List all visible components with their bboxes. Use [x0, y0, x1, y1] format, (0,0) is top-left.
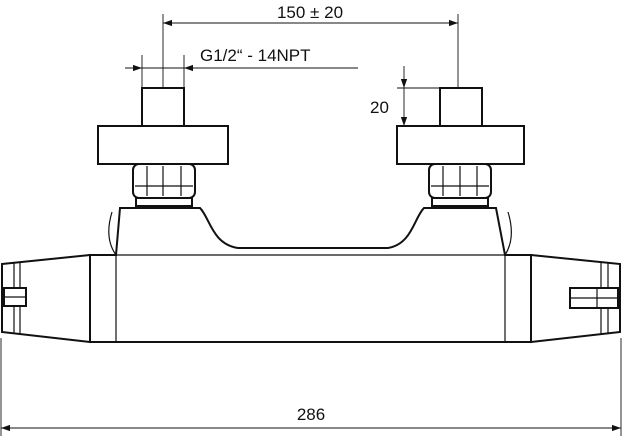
left-inlet-base: [135, 197, 193, 207]
mixer-body: [89, 207, 532, 343]
inlet-height-dimension: 20: [370, 66, 440, 127]
thread-dimension: G1/2“ - 14NPT: [125, 46, 358, 88]
inlet-height-label: 20: [370, 98, 389, 117]
left-handle-cap: [1, 253, 91, 344]
left-inlet-nut: [132, 163, 196, 199]
right-inlet-pipe: [439, 87, 483, 127]
left-handle: [1, 253, 91, 344]
thread-label: G1/2“ - 14NPT: [200, 46, 311, 65]
body-right-curve: [504, 211, 512, 256]
left-inlet-pipe: [141, 87, 185, 127]
mixer-body-outline: [89, 207, 532, 343]
left-inlet-flange: [97, 125, 229, 165]
spacing-dimension: 150 ± 20: [162, 3, 459, 88]
body-left-curve: [108, 211, 117, 256]
spacing-label: 150 ± 20: [277, 3, 343, 22]
right-inlet-base: [431, 197, 489, 207]
overall-width-label: 286: [297, 405, 325, 424]
right-handle: [530, 253, 621, 344]
left-inlet: [97, 87, 229, 207]
overall-width-dimension: 286: [0, 338, 622, 436]
right-inlet-flange: [396, 125, 525, 165]
right-inlet: [396, 87, 525, 207]
